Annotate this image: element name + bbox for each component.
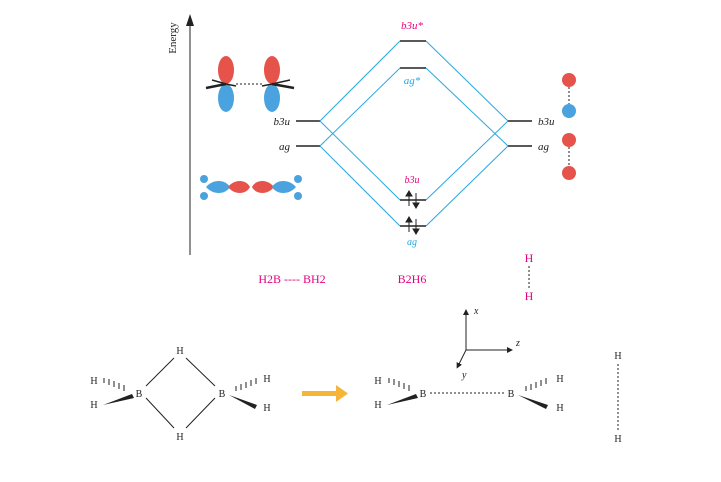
terminal-h: H xyxy=(374,376,381,387)
bridge-h-top: H xyxy=(176,346,183,357)
mo-levels: b3u* ag* b3u ag xyxy=(400,20,426,248)
electron-pair-icon xyxy=(405,190,420,209)
h2-orbitals-illustration xyxy=(562,73,576,180)
terminal-h: H xyxy=(90,376,97,387)
right-label-b3u: b3u xyxy=(538,116,555,128)
terminal-h: H xyxy=(263,374,270,385)
left-label-ag: ag xyxy=(279,141,291,153)
b2h6-structure: H H B B H H H H xyxy=(90,346,270,443)
label-b3u: b3u xyxy=(405,175,420,186)
correlation-lines xyxy=(319,40,509,227)
h-bottom: H xyxy=(614,434,621,445)
terminal-h: H xyxy=(556,374,563,385)
sp-orbitals-illustration xyxy=(200,175,302,200)
left-label-b3u: b3u xyxy=(274,116,291,128)
label-ag: ag xyxy=(407,237,417,248)
fragment-labels: H2B ---- BH2 B2H6 H H xyxy=(258,251,533,303)
label-h-bottom: H xyxy=(525,289,534,303)
electron-pair-icon xyxy=(405,216,420,235)
label-b2h6: B2H6 xyxy=(398,272,427,286)
bh2-fragments-structure: B B H H H H xyxy=(374,374,563,414)
boron-left: B xyxy=(420,389,427,400)
terminal-h: H xyxy=(374,400,381,411)
p-orbital-lobe-red xyxy=(264,56,280,84)
right-arrow-icon xyxy=(302,385,348,402)
boron-right: B xyxy=(508,389,515,400)
energy-axis-label: Energy xyxy=(167,22,179,54)
label-h-top: H xyxy=(525,251,534,265)
right-fragment-levels: b3u ag xyxy=(508,116,555,153)
label-b3u-star: b3u* xyxy=(401,20,424,32)
label-ag-star: ag* xyxy=(404,75,421,87)
up-arrow-icon xyxy=(186,14,194,26)
p-orbital-lobe-blue xyxy=(218,84,234,112)
boron-left: B xyxy=(136,389,143,400)
left-fragment-levels: b3u ag xyxy=(274,116,320,153)
bridge-h-bottom: H xyxy=(176,432,183,443)
coordinate-axes: x z y xyxy=(456,306,520,381)
boron-right: B xyxy=(219,389,226,400)
p-orbital-lobe-blue xyxy=(264,84,280,112)
terminal-h: H xyxy=(556,403,563,414)
axis-y-label: y xyxy=(461,370,467,381)
p-orbital-lobe-red xyxy=(218,56,234,84)
label-h2b-bh2: H2B ---- BH2 xyxy=(258,272,325,286)
terminal-h: H xyxy=(90,400,97,411)
axis-x-label: x xyxy=(473,306,479,317)
h-top: H xyxy=(614,351,621,362)
terminal-h: H xyxy=(263,403,270,414)
right-label-ag: ag xyxy=(538,141,550,153)
energy-axis: Energy xyxy=(167,14,194,255)
p-orbitals-illustration xyxy=(205,56,295,112)
h-h-fragment: H H xyxy=(614,351,621,445)
axis-z-label: z xyxy=(515,338,520,349)
